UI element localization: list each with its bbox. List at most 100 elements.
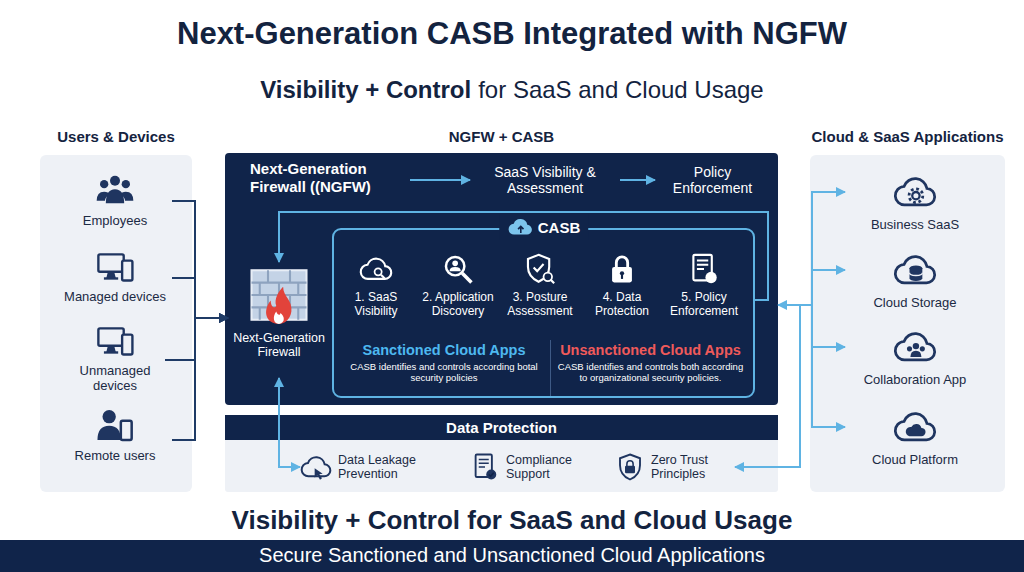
protection-band: Data ProtectionData Leakage PreventionCo… <box>225 415 778 492</box>
node-label: 5. Policy Enforcement <box>663 291 745 319</box>
icon-part <box>910 268 923 281</box>
zone-title: Unsanctioned Cloud Apps <box>557 342 744 358</box>
protection-item: Zero Trust Principles <box>615 448 735 486</box>
icon-part <box>479 460 489 468</box>
icon-part <box>534 264 544 271</box>
connector <box>620 179 655 181</box>
caption: Secure Sanctioned and Unsanctioned Cloud… <box>0 544 1024 567</box>
icon-part <box>551 280 555 284</box>
icon-part <box>627 461 633 467</box>
icon-part <box>98 254 123 271</box>
icon-part <box>462 273 471 282</box>
node-label: 3. Posture Assessment <box>499 291 581 319</box>
devices-icon <box>92 322 138 360</box>
icon-part <box>106 189 124 203</box>
icon-part <box>913 343 919 349</box>
icon-part <box>620 455 640 480</box>
cppl-icon <box>888 325 942 369</box>
connector <box>778 305 845 347</box>
connector <box>279 212 768 300</box>
ngfw-panel: NGFW + CASBNext-Generation Firewall ((NG… <box>225 153 778 405</box>
icon-part <box>97 192 110 201</box>
node-label: Policy Enforcement <box>655 164 770 196</box>
icon-part <box>489 473 494 477</box>
icon-part <box>103 410 116 423</box>
icon-part <box>106 272 116 278</box>
device-item: Remote users <box>58 405 172 475</box>
icon-part <box>450 267 461 271</box>
subtitle-row: Visibility + Controlfor SaaS and Cloud U… <box>0 76 1024 104</box>
shield-icon <box>523 252 557 286</box>
icon-part <box>361 259 391 279</box>
icon-part <box>518 226 523 233</box>
icon-part <box>104 351 118 353</box>
icon-part <box>98 426 121 440</box>
ccloud-icon <box>888 405 942 449</box>
node-label: 2. Application Discovery <box>417 291 499 319</box>
firewall-box: Next-Generation Firewall <box>228 262 330 378</box>
icon-part <box>910 351 921 357</box>
band-heading: Data Protection <box>225 415 778 440</box>
icon-part <box>910 273 923 276</box>
remote-icon <box>92 405 138 445</box>
casb-step: 5. Policy Enforcement <box>663 252 745 332</box>
icon-part <box>98 328 123 345</box>
icon-part <box>895 414 934 440</box>
connector <box>778 192 845 305</box>
node-label: Remote users <box>75 449 156 464</box>
connector <box>172 201 228 318</box>
connector <box>778 305 845 427</box>
node-label: Cloud Platform <box>872 453 958 468</box>
node-label: Next-Generation Firewall <box>228 331 330 360</box>
icon-part <box>375 268 382 275</box>
icon-part <box>909 189 923 203</box>
node-label: Compliance Support <box>506 453 595 482</box>
icon-part <box>110 176 120 186</box>
device-item: Cloud Storage <box>845 248 985 318</box>
node-label: Employees <box>83 214 147 229</box>
casb-header: CASB <box>499 214 589 240</box>
node-label: SaaS Visibility & Assessment <box>470 164 620 196</box>
lock-icon <box>605 252 639 286</box>
node-label: Collaboration App <box>864 373 967 388</box>
panel-heading: NGFW + CASB <box>225 128 778 145</box>
people-icon <box>92 170 138 210</box>
icon-part <box>895 179 934 205</box>
panel-heading: Cloud & SaaS Applications <box>780 128 1024 145</box>
flow-step: Policy Enforcement <box>655 163 770 197</box>
icon-part <box>705 272 716 283</box>
cloud-upload-icon <box>507 214 533 240</box>
shieldlock-icon <box>615 452 645 482</box>
icon-part <box>906 424 926 436</box>
icon-part <box>621 274 623 279</box>
node-label: Cloud Storage <box>873 296 956 311</box>
casb-box: CASB1. SaaS Visibility2. Application Dis… <box>332 228 755 398</box>
subtitle-text: for SaaS and Cloud Usage <box>478 76 764 104</box>
casb-title: CASB <box>538 219 581 236</box>
casb-step: 4. Data Protection <box>581 252 663 332</box>
icon-part <box>895 334 934 360</box>
device-item: Unmanaged devices <box>65 322 165 398</box>
diagram-title: Next-Generation CASB Integrated with NGF… <box>0 16 1024 52</box>
icon-part <box>895 257 934 283</box>
zone-body: CASB identifies and controls according b… <box>350 361 538 384</box>
flow-step: SaaS Visibility & Assessment <box>470 163 620 197</box>
cdb-icon <box>888 248 942 292</box>
leak-icon <box>300 451 332 483</box>
icon-part <box>274 312 284 324</box>
node-label: Managed devices <box>64 290 166 305</box>
connector <box>165 318 228 360</box>
casb-step: 1. SaaS Visibility <box>335 252 417 332</box>
icon-part <box>122 180 130 188</box>
app-zone: Unsanctioned Cloud AppsCASB identifies a… <box>550 340 750 396</box>
icon-part <box>120 192 133 201</box>
search-icon <box>441 252 475 286</box>
node-label: Unmanaged devices <box>65 364 165 394</box>
connector <box>735 305 800 467</box>
icon-part <box>122 335 132 355</box>
icon-part <box>381 275 385 279</box>
icon-part <box>121 421 132 440</box>
device-item: Collaboration App <box>845 325 985 395</box>
